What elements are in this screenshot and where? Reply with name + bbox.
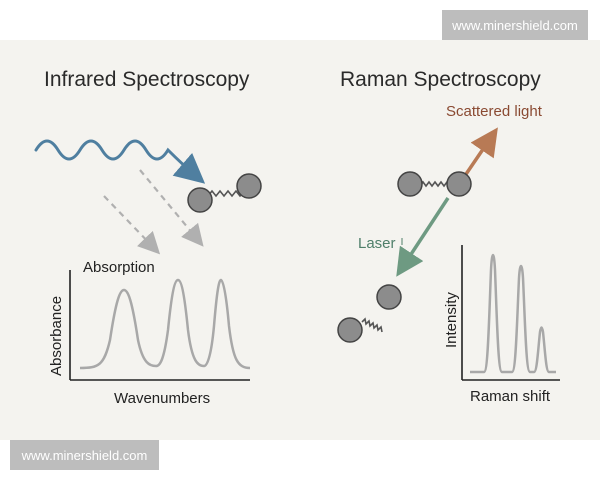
scattered-light-label: Scattered light [446,103,543,120]
laser-arrow [396,197,450,277]
laser-label: Laser [358,235,396,252]
watermark-top: www.minershield.com [442,10,588,40]
ir-x-axis-label: Wavenumbers [114,390,210,407]
ir-absorption-spectrum [79,278,251,370]
ir-title: Infrared Spectroscopy [44,68,250,91]
raman-atom-lower-left [337,317,363,343]
raman-atom-upper-left [397,171,423,197]
watermark-bottom: www.minershield.com [10,440,159,470]
ir-atom-left [187,187,213,213]
raman-bond-spring-upper [419,180,451,188]
ir-atom-right [236,173,262,199]
raman-spectrum [470,253,556,374]
scattered-light-arrow [460,127,498,181]
ir-wave-arrow [34,139,206,184]
raman-atom-upper-right [446,171,472,197]
raman-title: Raman Spectroscopy [340,68,541,91]
raman-y-axis-label: Intensity [443,292,460,348]
ir-y-axis-label: Absorbance [48,296,65,376]
diagram-panel [0,40,600,440]
ir-peak-label: Absorption [83,259,155,276]
raman-x-axis-label: Raman shift [470,388,551,405]
ir-bond-spring [207,189,245,198]
dashed-arrow-2 [139,169,204,247]
dashed-arrow-1 [103,195,161,255]
raman-bond-spring-lower [361,317,383,333]
raman-atom-lower-right [376,284,402,310]
